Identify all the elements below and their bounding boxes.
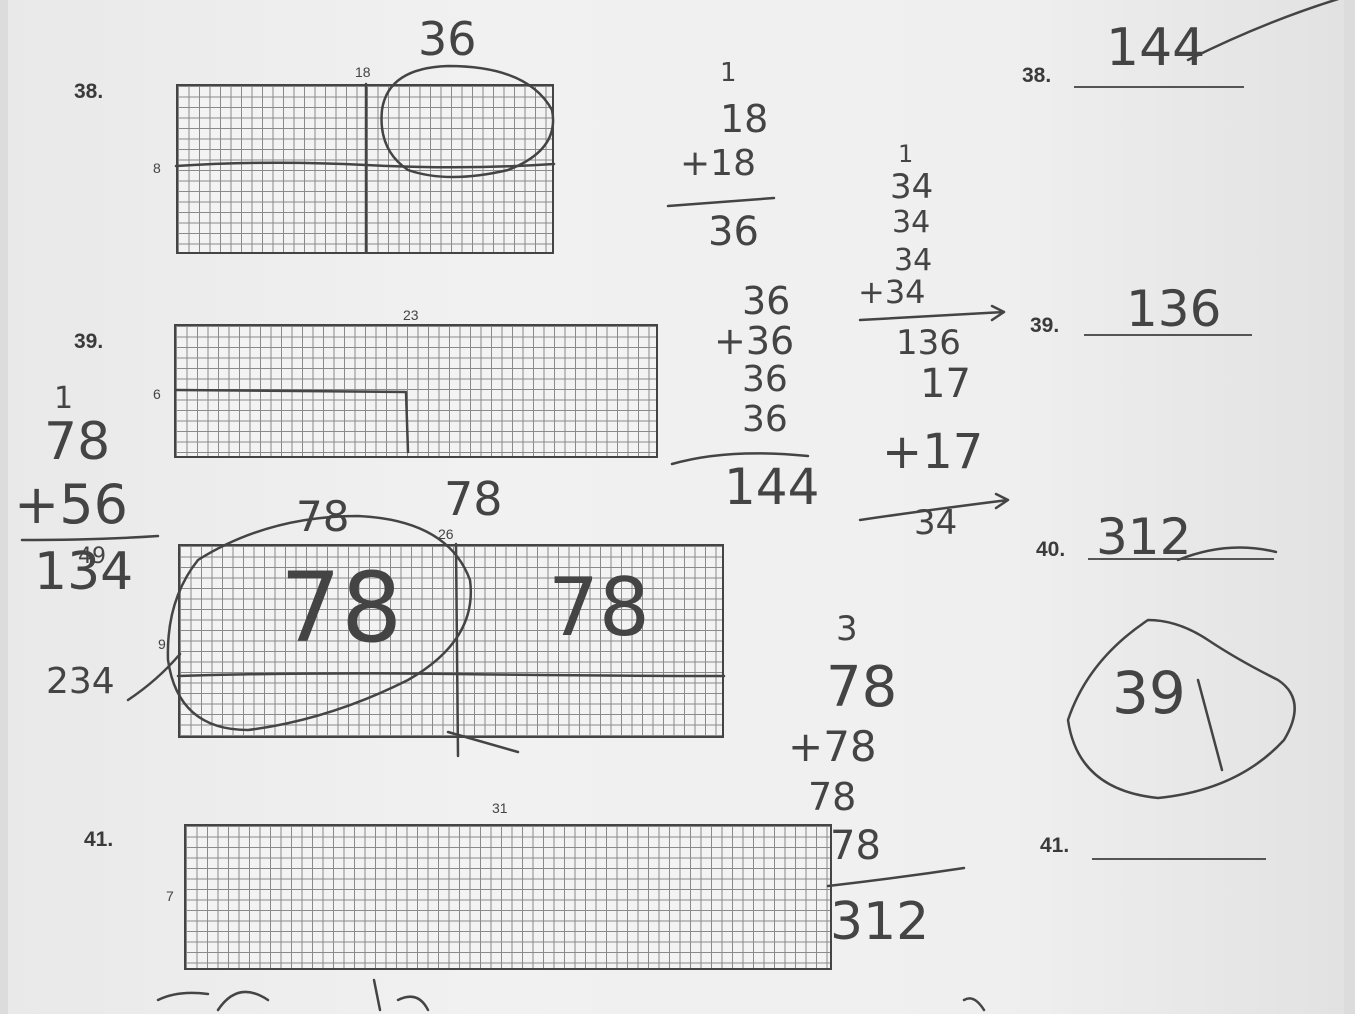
hw-circled-39: 39 xyxy=(1112,659,1186,727)
circle-around-39 xyxy=(1066,618,1296,800)
hw-40-sum-d: 78 xyxy=(830,823,881,869)
circle-39-stroke xyxy=(1196,678,1224,772)
grid-38-circle xyxy=(380,64,555,179)
grid-39-rectangle xyxy=(174,388,410,454)
hw-left-side: 234 xyxy=(46,661,115,702)
worksheet-page: 38. 39. 41. 18 8 23 6 26 9 31 7 38. 144 … xyxy=(8,0,1344,1014)
grid-39-height-label: 6 xyxy=(153,386,161,402)
hw-39-sum-d: +34 xyxy=(858,273,926,311)
hw-38-sum-result: 36 xyxy=(708,209,759,255)
grid-41-height-label: 7 xyxy=(166,888,174,904)
hw-39-sum-c: 34 xyxy=(894,243,933,278)
left-side-arrow xyxy=(126,652,182,702)
grid-41-width-label: 31 xyxy=(492,800,508,816)
pen-strokes xyxy=(20,0,1340,1012)
hw-38-sum-carry: 1 xyxy=(720,58,737,88)
bottom-scribble-mid xyxy=(372,978,430,1012)
answer-line-41 xyxy=(1092,858,1266,860)
problem-number-38: 38. xyxy=(74,80,104,103)
left-sum-line xyxy=(20,534,160,542)
answer-40-stroke xyxy=(1176,546,1278,562)
hw-40-sum-a: 78 xyxy=(826,655,898,720)
hw-40-carry: 3 xyxy=(836,609,858,649)
sum-39-arrow xyxy=(858,304,1006,322)
hw-left-small: 49 xyxy=(78,544,106,569)
hw-39-sub-b: +17 xyxy=(882,424,984,480)
grid-problem-40 xyxy=(178,544,724,738)
answer-40: 312 xyxy=(1096,508,1192,566)
hw-40-sum-c: 78 xyxy=(808,775,857,819)
hw-40-quadrant-left: 78 xyxy=(280,552,403,664)
problem-number-41: 41. xyxy=(84,828,114,851)
sub-39-arrow xyxy=(858,492,1010,522)
hw-38-sum-b: +18 xyxy=(680,143,756,184)
total-38-line xyxy=(670,452,810,466)
hw-left-carry: 1 xyxy=(54,381,74,416)
hw-40-quadrant-right: 78 xyxy=(548,561,650,654)
sum-40-arrow xyxy=(826,866,966,888)
grid-39-width-label: 23 xyxy=(403,307,419,323)
answer-39: 136 xyxy=(1126,280,1222,338)
hw-38-total-result: 144 xyxy=(724,458,820,516)
grid-40-height-label: 9 xyxy=(158,636,166,652)
hw-40-sum-b: +78 xyxy=(788,722,877,771)
answer-label-38: 38. xyxy=(1022,64,1052,87)
hw-39-sub-a: 17 xyxy=(920,361,971,407)
answer-label-41: 41. xyxy=(1040,834,1070,857)
grid-40-vertical-split xyxy=(454,542,460,758)
grid-38-height-label: 8 xyxy=(153,160,161,176)
grid-40-horizontal-split xyxy=(176,672,726,678)
grid-40-tail xyxy=(446,730,520,754)
hw-38-total-a: 36 xyxy=(742,279,791,323)
answer-label-39: 39. xyxy=(1030,314,1060,337)
grid-40-width-label: 26 xyxy=(438,526,454,542)
answer-38-stroke xyxy=(1186,0,1340,62)
hw-39-sum-result: 136 xyxy=(896,323,961,363)
answer-38: 144 xyxy=(1106,18,1206,78)
problem-number-39: 39. xyxy=(74,330,104,353)
grid-38-horizontal-split xyxy=(174,161,556,169)
hw-38-total-d: 36 xyxy=(742,399,788,440)
hw-38-top-36: 36 xyxy=(418,12,477,66)
sum-38-line xyxy=(666,196,776,208)
hw-left-sum-a: 78 xyxy=(44,412,111,472)
answer-line-38 xyxy=(1074,86,1244,88)
hw-39-sum-b: 34 xyxy=(892,205,931,240)
hw-38-total-c: 36 xyxy=(742,359,788,400)
grid-38-width-label: 18 xyxy=(355,64,371,80)
hw-left-sum-result: 134 xyxy=(34,542,134,602)
grid-40-circle xyxy=(166,514,473,732)
hw-40-sum-result: 312 xyxy=(830,892,930,952)
hw-39-carry: 1 xyxy=(898,140,914,168)
grid-problem-41 xyxy=(184,824,832,970)
hw-40-label-top-right: 78 xyxy=(444,472,503,526)
hw-39-sum-a: 34 xyxy=(890,167,934,207)
hw-38-total-b: +36 xyxy=(714,319,795,363)
answer-line-39 xyxy=(1084,334,1252,336)
answer-label-40: 40. xyxy=(1036,538,1066,561)
hw-left-sum-b: +56 xyxy=(14,473,128,536)
hw-38-sum-a: 18 xyxy=(720,97,769,141)
bottom-scribble-right xyxy=(962,997,986,1012)
bottom-scribble-left xyxy=(156,990,270,1012)
